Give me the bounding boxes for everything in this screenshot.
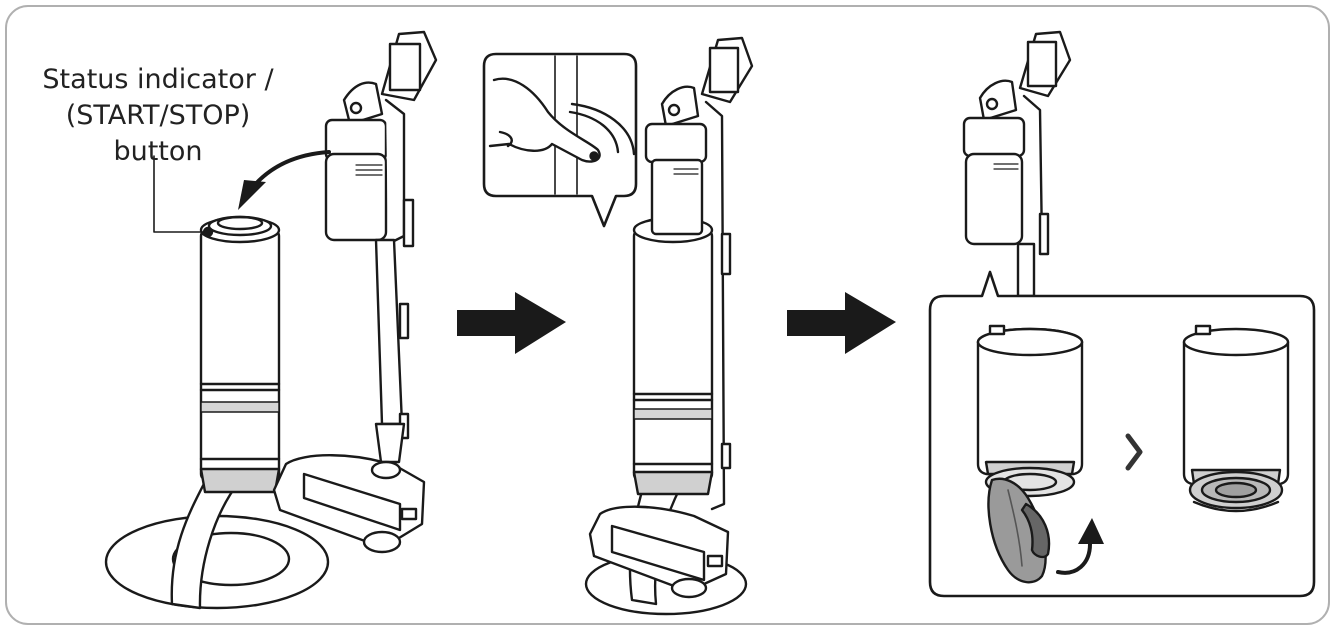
step-2-illustration: [482, 36, 754, 616]
curved-arrow-icon: [250, 150, 331, 190]
finger-press-icon: [488, 77, 601, 163]
right-arrow-icon: [457, 292, 566, 354]
callout-line-3: button: [113, 136, 203, 167]
step-1-illustration: [104, 30, 438, 610]
step-3-illustration: [928, 30, 1316, 598]
rotate-arrow-icon: [1056, 542, 1092, 575]
instruction-diagram: Status indicator / (START/STOP) button: [4, 4, 1331, 626]
chevron-right-icon: [1125, 433, 1143, 471]
right-arrow-icon: [787, 292, 896, 354]
status-indicator-callout: Status indicator / (START/STOP) button: [24, 62, 292, 170]
callout-line-2: (START/STOP): [65, 100, 251, 131]
diagram-frame: [5, 5, 1330, 625]
callout-line-1: Status indicator /: [42, 64, 274, 95]
status-indicator-dot: [202, 226, 214, 238]
